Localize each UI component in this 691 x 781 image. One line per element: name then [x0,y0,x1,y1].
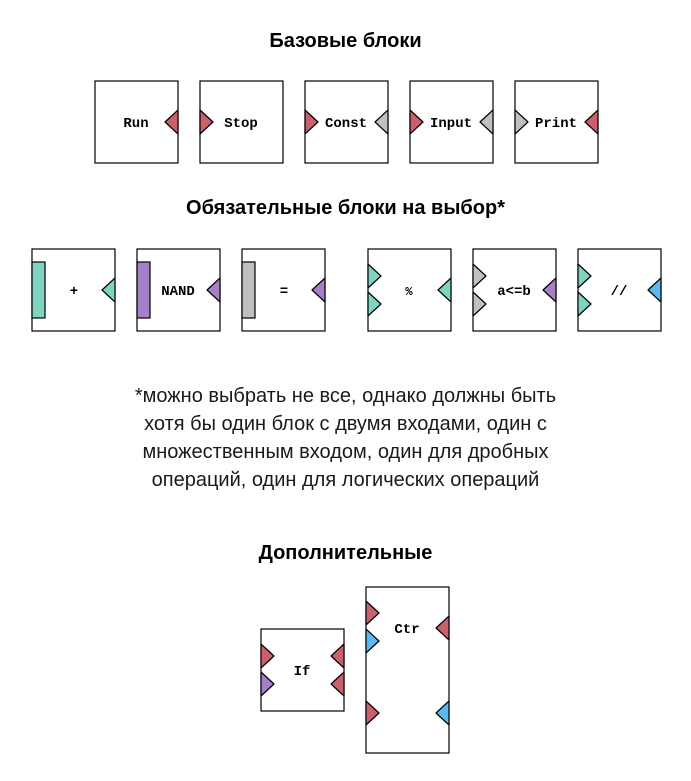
input-port[interactable] [472,291,487,317]
input-port[interactable] [365,600,380,626]
output-port[interactable] [479,109,494,135]
requirements-note: *можно выбрать не все, однако должны быт… [0,382,691,494]
block-label: Print [535,116,577,132]
multi-input-bar[interactable] [241,261,256,319]
input-port[interactable] [409,109,424,135]
input-port[interactable] [577,263,592,289]
block-label: Run [123,116,148,132]
extra-blocks-heading: Дополнительные [258,542,433,564]
output-port[interactable] [311,277,326,303]
input-port[interactable] [304,109,319,135]
output-port[interactable] [206,277,221,303]
block-print[interactable]: Print [514,80,599,164]
output-port[interactable] [330,643,345,669]
block-const[interactable]: Const [304,80,389,164]
output-port[interactable] [584,109,599,135]
block-label: If [294,664,311,680]
output-port[interactable] [164,109,179,135]
input-port[interactable] [472,263,487,289]
block-plus[interactable]: + [31,248,116,332]
input-port[interactable] [365,700,380,726]
block-label: // [611,284,628,300]
output-port[interactable] [435,615,450,641]
multi-input-bar[interactable] [31,261,46,319]
input-port[interactable] [577,291,592,317]
block-label: a<=b [497,284,531,300]
block-nand[interactable]: NAND [136,248,221,332]
block-if[interactable]: If [260,628,345,712]
block-label: Input [430,116,472,132]
block-run[interactable]: Run [94,80,179,164]
block-label: = [280,284,288,300]
input-port[interactable] [260,671,275,697]
note-line: хотя бы один блок с двумя входами, один … [144,413,547,435]
block-ctr[interactable]: Ctr [365,586,450,754]
block-modulo[interactable]: % [367,248,452,332]
input-port[interactable] [367,263,382,289]
block-stop[interactable]: Stop [199,80,284,164]
block-label: Const [325,116,367,132]
note-line: множественным входом, один для дробных [142,441,549,463]
input-port[interactable] [365,628,380,654]
block-float-div[interactable]: // [577,248,662,332]
block-label: NAND [161,284,195,300]
basic-blocks-heading: Базовые блоки [269,30,422,52]
note-line: *можно выбрать не все, однако должны быт… [134,385,557,407]
output-port[interactable] [435,700,450,726]
block-less-equal[interactable]: a<=b [472,248,557,332]
note-line: операций, один для логических операций [151,469,540,491]
block-label: + [70,284,78,300]
output-port[interactable] [647,277,662,303]
output-port[interactable] [101,277,116,303]
input-port[interactable] [260,643,275,669]
output-port[interactable] [437,277,452,303]
output-port[interactable] [542,277,557,303]
input-port[interactable] [199,109,214,135]
output-port[interactable] [330,671,345,697]
block-label: Ctr [394,622,419,638]
block-label: % [405,285,413,299]
required-blocks-heading: Обязательные блоки на выбор* [186,197,505,219]
output-port[interactable] [374,109,389,135]
block-input[interactable]: Input [409,80,494,164]
multi-input-bar[interactable] [136,261,151,319]
input-port[interactable] [514,109,529,135]
block-equals[interactable]: = [241,248,326,332]
input-port[interactable] [367,291,382,317]
block-label: Stop [224,116,258,132]
